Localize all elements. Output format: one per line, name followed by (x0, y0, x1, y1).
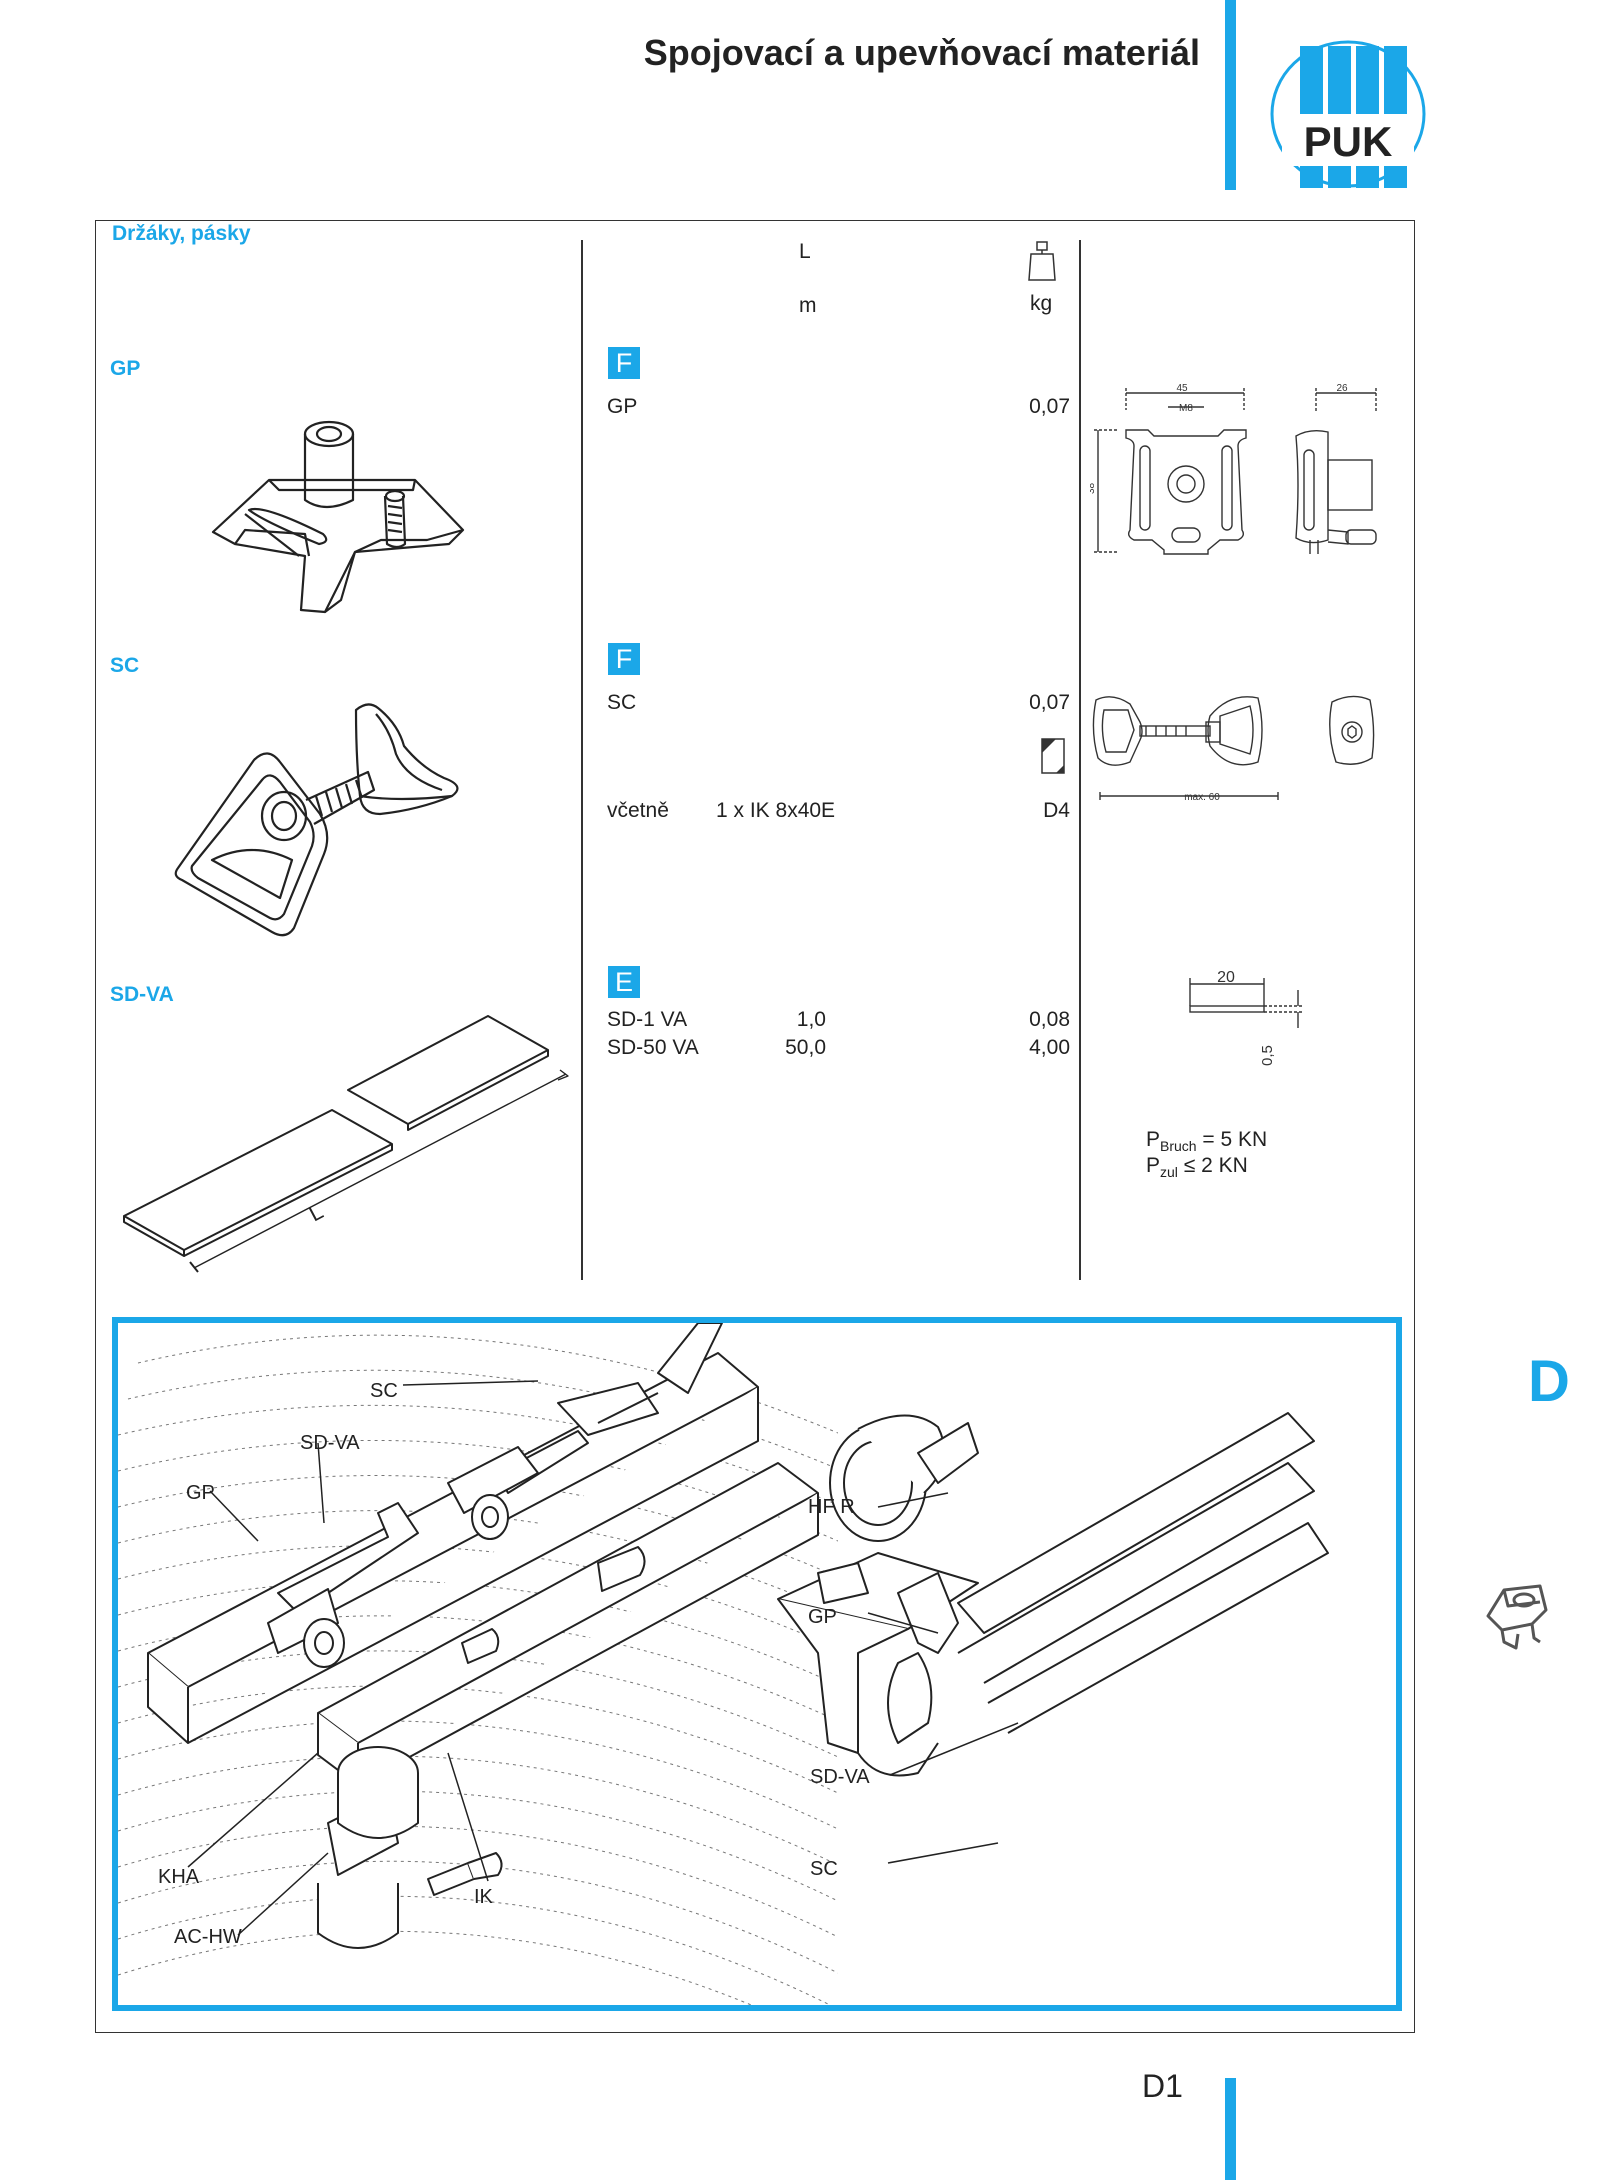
gp-holder-illustration (211, 420, 465, 614)
column-length-header: L (799, 240, 811, 263)
weight-icon (1028, 241, 1056, 281)
callout-sc: SC (810, 1858, 838, 1880)
section-title: Držáky, pásky (112, 222, 251, 245)
gp-technical-drawing: 45 M8 38 26 (1090, 383, 1377, 555)
item-weight: 0,08 (1029, 1008, 1070, 1031)
includes-item: 1 x IK 8x40E (716, 799, 836, 822)
item-name: GP (607, 395, 638, 418)
item-weight: 4,00 (1029, 1036, 1070, 1059)
sc-dim-max: max. 60 (1184, 792, 1220, 803)
item-name: SD-50 VA (607, 1036, 699, 1059)
callout-gp: GP (186, 1482, 215, 1504)
sd-va-tape-illustration: L (123, 1015, 569, 1273)
callout-sd-va: SD-VA (810, 1766, 870, 1788)
installation-drawing: SC SD-VA GP KHA AC-HW IK HF R GP SD-VA S… (118, 1323, 1329, 2005)
page-reference-icon (1041, 738, 1065, 774)
load-permissible: Pzul ≤ 2 KN (1146, 1154, 1248, 1181)
puk-logo: PUK (1270, 40, 1426, 188)
tape-length-label: L (305, 1199, 328, 1227)
gp-dim-depth: 26 (1336, 383, 1348, 394)
logo-text: PUK (1304, 118, 1393, 165)
gp-dim-width: 45 (1176, 383, 1188, 394)
left-assembly (147, 1323, 819, 1949)
product-label-sc: SC (110, 654, 140, 677)
item-length: 1,0 (796, 1008, 826, 1031)
product-table (95, 220, 1415, 2033)
callout-ac-hw: AC-HW (174, 1926, 242, 1948)
sc-clip-illustration (174, 703, 459, 937)
right-assembly (777, 1412, 1329, 1777)
sd-va-section-drawing: 20 0,5 (1189, 969, 1304, 1066)
callout-sd-va: SD-VA (300, 1432, 360, 1454)
item-length: 50,0 (785, 1036, 826, 1059)
item-name: SC (607, 691, 637, 714)
gp-dim-thread: M8 (1179, 403, 1193, 414)
callout-gp: GP (808, 1606, 837, 1628)
accent-bar-bottom (1225, 2078, 1236, 2180)
callout-hf-r: HF R (808, 1496, 855, 1518)
sc-technical-drawing: max. 60 (1092, 695, 1375, 803)
item-name: SD-1 VA (607, 1008, 688, 1031)
column-weight-unit: kg (1030, 292, 1053, 315)
includes-page-ref: D4 (1043, 799, 1070, 822)
column-length-unit: m (799, 294, 817, 317)
gp-holder-thumbnail-icon (1486, 1584, 1548, 1650)
page-number: D1 (1142, 2068, 1183, 2104)
category-badge: F (608, 347, 640, 379)
callout-sc: SC (370, 1380, 398, 1402)
item-weight: 0,07 (1029, 395, 1070, 418)
callout-ik: IK (474, 1886, 494, 1908)
load-breaking: PBruch = 5 KN (1146, 1128, 1268, 1155)
gp-dim-height: 38 (1090, 482, 1097, 494)
callout-kha: KHA (158, 1866, 200, 1888)
section-tab-letter: D (1528, 1349, 1570, 1414)
includes-label: včetně (607, 799, 669, 822)
column-divider (1079, 240, 1081, 1280)
item-weight: 0,07 (1029, 691, 1070, 714)
column-divider (581, 240, 583, 1280)
installation-illustration: SC SD-VA GP KHA AC-HW IK HF R GP SD-VA S… (112, 1317, 1402, 2011)
sd-va-dim-thickness: 0,5 (1259, 1045, 1276, 1066)
product-label-sd-va: SD-VA (110, 983, 174, 1006)
category-badge: E (608, 966, 640, 998)
sd-va-dim-width: 20 (1217, 969, 1235, 986)
callout-leaders (187, 1380, 1019, 1936)
accent-bar-top (1225, 0, 1236, 190)
page-title: Spojovací a upevňovací materiál (643, 32, 1200, 73)
category-badge: F (608, 643, 640, 675)
product-label-gp: GP (110, 357, 141, 380)
